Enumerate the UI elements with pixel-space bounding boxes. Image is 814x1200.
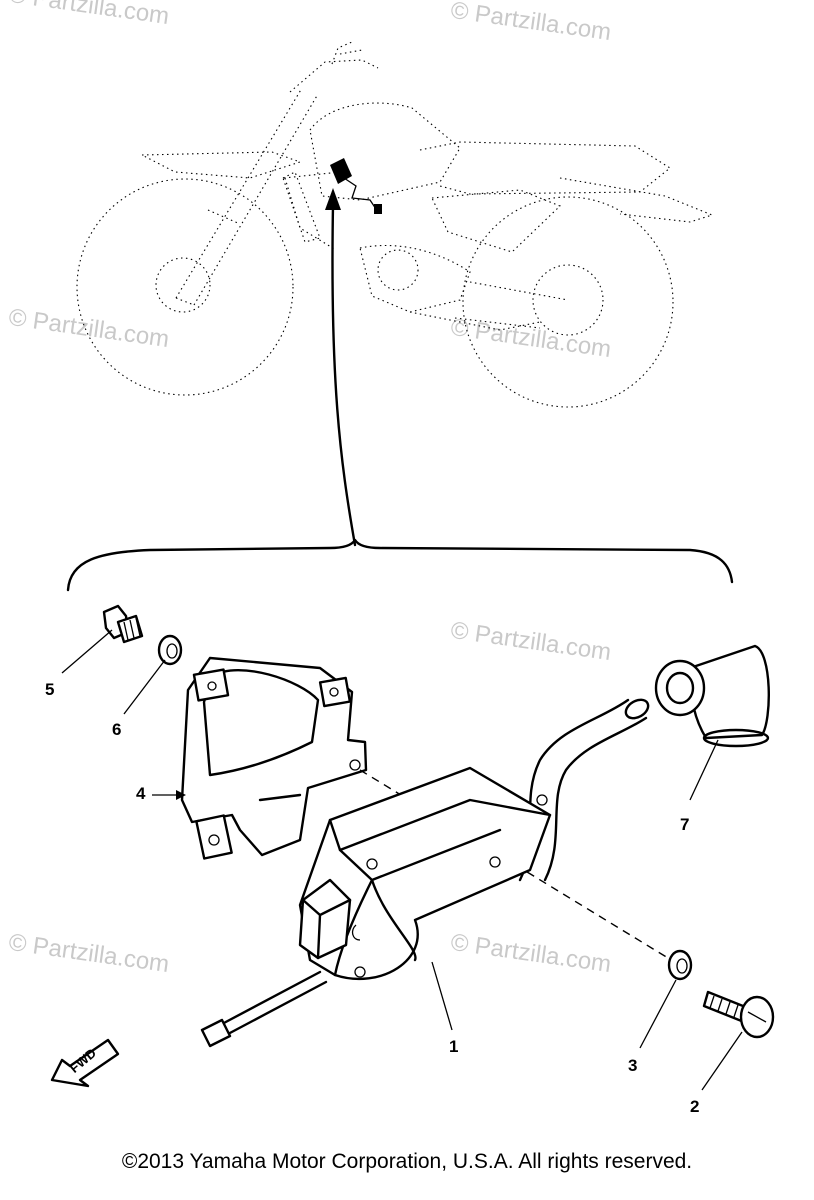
callout-5: 5 (45, 680, 55, 699)
callout-4: 4 (136, 784, 146, 803)
callout-2: 2 (690, 1097, 700, 1116)
callout-7: 7 (680, 815, 690, 834)
callout-1: 1 (449, 1037, 459, 1056)
ignition-coil-part-1 (200, 698, 650, 1048)
location-arrow (325, 188, 357, 547)
callout-3: 3 (628, 1056, 638, 1075)
bolt-part-5 (102, 604, 144, 644)
group-brace (66, 538, 734, 592)
motorcycle-outline (76, 41, 714, 408)
fwd-arrow-icon (50, 1038, 120, 1088)
washer-part-3 (667, 949, 693, 981)
washer-part-6 (157, 634, 183, 666)
bracket-part-4 (180, 656, 368, 860)
bolt-part-2 (702, 990, 775, 1039)
callout-6: 6 (112, 720, 122, 739)
copyright-text: ©2013 Yamaha Motor Corporation, U.S.A. A… (121, 1150, 693, 1173)
leader-lines (61, 629, 743, 1091)
spark-plug-cap-part-7 (654, 644, 770, 748)
